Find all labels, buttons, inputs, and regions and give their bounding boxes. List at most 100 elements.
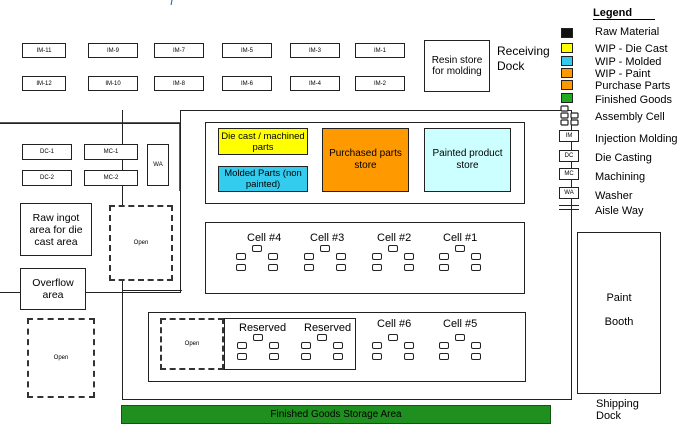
open-area: Open [27, 318, 95, 398]
die-cast-store: Die cast / machined parts [218, 128, 308, 155]
im-machine: IM-8 [154, 76, 204, 91]
assembly-station [304, 264, 314, 271]
assembly-station [268, 264, 278, 271]
assembly-station [439, 342, 449, 349]
legend-item: Assembly Cell [595, 111, 665, 123]
assembly-row-lower [148, 312, 526, 382]
aisle-left-step [122, 290, 182, 291]
die-casting-icon: DC [559, 150, 579, 162]
assembly-cell-icon [560, 105, 579, 126]
assembly-station [404, 342, 414, 349]
legend-item: WIP - Paint [595, 68, 651, 80]
cell-label: Cell #5 [443, 318, 478, 330]
legend-item: Finished Goods [595, 94, 673, 106]
im-machine: IM-5 [222, 43, 272, 58]
assembly-station [404, 253, 414, 260]
assembly-station [236, 253, 246, 260]
assembly-station [439, 264, 449, 271]
legend-swatch-raw [561, 28, 573, 38]
legend-item: Raw Material [595, 26, 660, 38]
cell-label: Cell #6 [377, 318, 412, 330]
purchased-parts-store: Purchased parts store [322, 128, 409, 192]
legend-swatch-purchase [561, 80, 573, 90]
legend-item: WIP - Molded [595, 56, 662, 68]
assembly-station [269, 342, 279, 349]
assembly-station [372, 253, 382, 260]
reserved-label: Reserved [239, 322, 287, 334]
im-machine: IM-6 [222, 76, 272, 91]
assembly-station [455, 334, 465, 341]
cell-label: Cell #3 [310, 232, 345, 244]
legend-swatch-molded [561, 56, 573, 66]
assembly-station [268, 253, 278, 260]
title-fragment: ı [170, 0, 174, 8]
assembly-station [388, 334, 398, 341]
shipping-dock-label: Shipping Dock [596, 398, 639, 422]
assembly-station [317, 334, 327, 341]
paint-booth-label-1: Paint [606, 292, 632, 304]
assembly-station [336, 253, 346, 260]
assembly-station [236, 264, 246, 271]
injection-molding-icon: IM [559, 130, 579, 142]
open-area: Open [109, 205, 173, 281]
im-machine: IM-2 [355, 76, 405, 91]
cell-label: Cell #4 [247, 232, 282, 244]
machining-icon: MC [559, 168, 579, 180]
assembly-station [237, 342, 247, 349]
assembly-station [404, 353, 414, 360]
im-machine: IM-3 [290, 43, 340, 58]
assembly-station [388, 245, 398, 252]
im-machine: IM-4 [290, 76, 340, 91]
legend-swatch-finished [561, 93, 573, 103]
assembly-station [269, 353, 279, 360]
assembly-station [252, 245, 262, 252]
legend-item: Injection Molding [595, 133, 678, 145]
assembly-row-upper [205, 222, 525, 294]
assembly-station [372, 342, 382, 349]
assembly-station [439, 253, 449, 260]
assembly-station [372, 353, 382, 360]
assembly-station [471, 353, 481, 360]
store-area [205, 122, 525, 204]
assembly-station [301, 353, 311, 360]
legend-title: Legend [593, 7, 655, 20]
dc-machine: DC-1 [22, 144, 72, 160]
reserved-zone [224, 318, 356, 370]
cell-label: Cell #2 [377, 232, 412, 244]
assembly-station [253, 334, 263, 341]
overflow-area: Overflow area [20, 268, 86, 310]
im-machine: IM-10 [88, 76, 138, 91]
legend-item: Purchase Parts [595, 80, 671, 92]
legend-swatch-die-cast [561, 43, 573, 53]
dc-machine: DC-2 [22, 170, 72, 186]
im-machine: IM-11 [22, 43, 66, 58]
open-area: Open [160, 318, 224, 370]
assembly-station [404, 264, 414, 271]
assembly-station [455, 245, 465, 252]
washer-machine: WA [147, 144, 169, 186]
assembly-station [471, 342, 481, 349]
assembly-station [333, 353, 343, 360]
aisle-way-icon [559, 205, 579, 210]
assembly-station [320, 245, 330, 252]
painted-product-store: Painted product store [424, 128, 511, 192]
paint-booth [577, 232, 661, 394]
assembly-station [304, 253, 314, 260]
resin-store: Resin store for molding [424, 40, 490, 92]
assembly-station [301, 342, 311, 349]
assembly-station [439, 353, 449, 360]
assembly-station [336, 264, 346, 271]
finished-goods-storage-area: Finished Goods Storage Area [121, 405, 551, 424]
legend-item: Die Casting [595, 152, 652, 164]
mc-machine: MC-2 [84, 170, 138, 186]
paint-booth-label-2: Booth [604, 316, 634, 328]
im-machine: IM-1 [355, 43, 405, 58]
raw-ingot-area: Raw ingot area for die cast area [20, 203, 92, 256]
legend-swatch-paint [561, 68, 573, 78]
im-machine: IM-12 [22, 76, 66, 91]
legend-item: Aisle Way [595, 205, 644, 217]
legend-item: Machining [595, 171, 646, 183]
assembly-station [237, 353, 247, 360]
assembly-station [333, 342, 343, 349]
washer-icon: WA [559, 187, 579, 199]
